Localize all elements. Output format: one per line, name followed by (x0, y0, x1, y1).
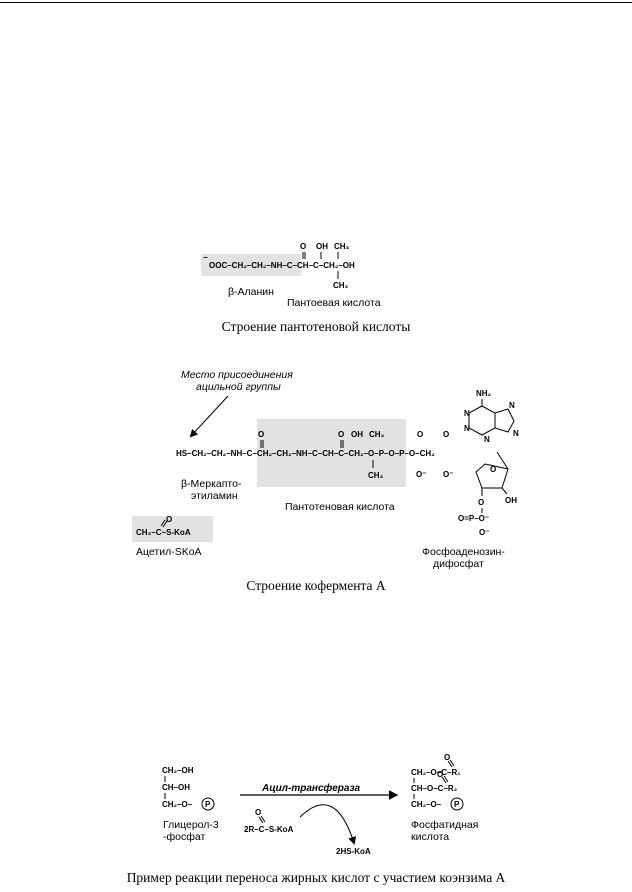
label-pantothenic-acid: Пантотеновая кислота (285, 501, 395, 513)
pantothenic-main-chain: OOC–CH₂–CH₂–NH–C–CH–C–CH₂–OH (209, 261, 355, 270)
caption-reaction: Пример реакции переноса жирных кислот с … (126, 870, 506, 885)
label-mercapto-line1: β-Меркапто- (181, 478, 242, 490)
ribose-phosphate: O=P–O⁻ (458, 514, 489, 523)
ring-nitrogen-2: N (464, 424, 470, 433)
pa-phosphate-symbol: P (454, 800, 460, 809)
phosphate-anion-2: O⁻ (443, 470, 453, 479)
label-adp-line1: Фосфоаденозин- (422, 546, 505, 558)
glycerol-row1: CH₂–OH (162, 766, 194, 775)
phosphate-anion-1: O⁻ (416, 470, 426, 479)
acyl-site-arrow (189, 395, 229, 438)
coa-main-chain: HS–CH₂–CH₂–NH–C–CH₂–CH₂–NH–C–CH–C–CH₂–O–… (176, 449, 435, 458)
ribose-phosphate-anion: O⁻ (479, 528, 489, 537)
methyl-bottom: CH₃ (368, 471, 384, 480)
acetyl-formula: CH₃–C~S-KoA (136, 528, 191, 537)
label-acetyl-skoa: Ацетил-SKoA (136, 546, 202, 558)
acetyl-oxygen: O (166, 515, 172, 524)
glycerol-row3: CH₂–O– (162, 800, 193, 809)
methyl-top: CH₃ (334, 242, 350, 251)
label-glycerol-line1: Глицерол-3 (163, 819, 219, 831)
ribose-ring-icon (475, 463, 509, 489)
label-beta-alanine: β-Аланин (228, 286, 274, 298)
pantothenic-highlight (257, 419, 406, 487)
note-acyl-site-line1: Место присоединения (181, 369, 293, 381)
label-pa-line1: Фосфатидная (411, 819, 478, 831)
imidazole-ring-icon (494, 408, 515, 433)
alanine-highlight (201, 254, 301, 276)
acyl-coa-reagent: 2R–C–S-KoA (244, 825, 294, 834)
carboxylate-charge: − (203, 253, 208, 262)
caption-coenzyme-a: Строение кофермента А (246, 578, 386, 593)
acetyl-highlight (132, 516, 213, 542)
amide-oxygen-2: O (338, 430, 344, 439)
label-mercapto-line2: этиламин (191, 490, 238, 502)
adenine-ring-icon (468, 405, 496, 436)
amino-group: NH₂ (476, 389, 492, 398)
phosphate-oxygen-1: O (417, 430, 423, 439)
label-adp-line2: дифосфат (433, 558, 484, 570)
caption-pantothenic-acid: Строение пантотеновой кислоты (221, 319, 411, 334)
pa-oxygen-2: O (437, 770, 443, 779)
amide-oxygen-1: O (258, 430, 264, 439)
ring-nitrogen-5: N (513, 429, 519, 438)
reagent-oxygen: O (255, 808, 261, 817)
coenzyme-a-structure: Место присоединения ацильной группы HS–C… (132, 369, 519, 570)
pantothenic-acid-structure: − OOC–CH₂–CH₂–NH–C–CH–C–CH₂–OH O OH CH₃ … (201, 242, 381, 309)
pa-oxygen-1: O (444, 753, 450, 762)
ring-nitrogen-3: N (484, 435, 490, 444)
side-reaction-arrow (299, 804, 356, 845)
ribose-ester-oxygen: O (478, 498, 484, 507)
pa-row2: CH–O–C–R₂ (411, 784, 458, 793)
label-glycerol-line2: -фосфат (163, 831, 205, 843)
pa-phosphate-circle-icon (450, 797, 464, 811)
label-pantoic-acid: Пантоевая кислота (287, 297, 381, 309)
top-rule (0, 2, 632, 3)
pa-row1: CH₂–O–C–R₁ (411, 768, 461, 777)
ring-nitrogen-4: N (509, 401, 515, 410)
hydroxyl-group: OH (351, 430, 363, 439)
methyl-top: CH₃ (369, 430, 385, 439)
hydroxyl-group: OH (316, 242, 328, 251)
ring-nitrogen-1: N (464, 409, 470, 418)
byproduct-coa: 2HS-KoA (336, 847, 371, 856)
ribose-hydroxyl: OH (505, 496, 517, 505)
phosphate-circle-icon (201, 797, 215, 811)
glycerol-row2: CH–OH (162, 783, 190, 792)
phosphate-symbol: P (205, 800, 211, 809)
ribose-oxygen: O (490, 465, 496, 474)
pa-row3: CH₂–O– (411, 800, 442, 809)
enzyme-name: Ацил-трансфераза (261, 782, 361, 794)
carbonyl-oxygen: O (300, 242, 306, 251)
phosphate-oxygen-2: O (443, 430, 449, 439)
note-acyl-site-line2: ацильной группы (196, 381, 281, 393)
label-pa-line2: кислота (411, 831, 449, 843)
methyl-bottom: CH₃ (333, 281, 349, 290)
acyl-transfer-reaction: CH₂–OH CH–OH CH₂–O– P Глицерол-3 -фосфат… (162, 753, 478, 856)
